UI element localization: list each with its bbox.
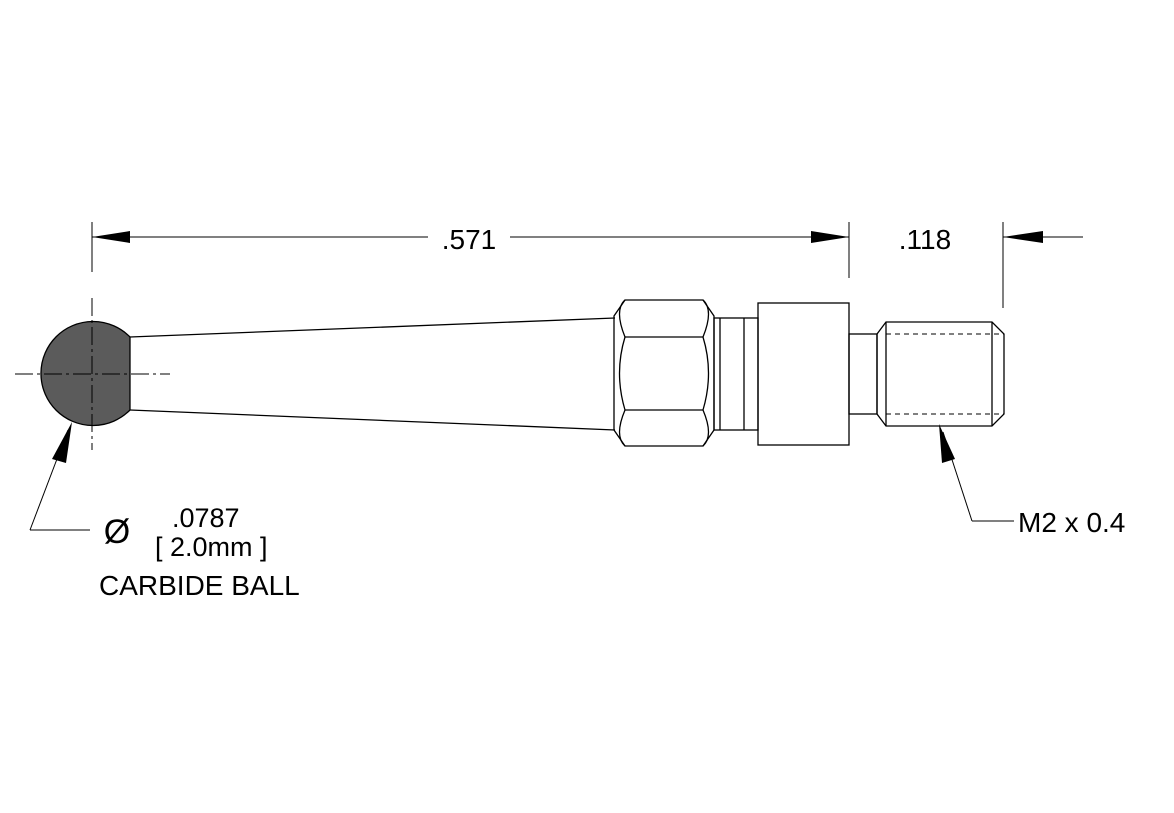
thread-callout: M2 x 0.4 (939, 424, 1125, 538)
dimension-thread-length: .118 (899, 222, 1083, 308)
ball-callout: Ø .0787 [ 2.0mm ] CARBIDE BALL (29, 422, 300, 601)
hex-chamfer-left (618, 299, 626, 447)
ball-diameter-inch: .0787 (172, 503, 240, 533)
thread-outline (876, 321, 1005, 427)
collar-section (713, 302, 850, 446)
stud-relief (848, 333, 878, 415)
carbide-ball (15, 298, 170, 450)
thread-length-label: .118 (899, 224, 951, 255)
collar-body (757, 302, 850, 446)
hex-outline (613, 299, 715, 447)
arrowhead-right (811, 231, 849, 243)
overall-length-label: .571 (442, 224, 497, 255)
thread-spec-label: M2 x 0.4 (1018, 507, 1125, 538)
diameter-symbol: Ø (104, 513, 130, 551)
threaded-stud (848, 321, 1005, 427)
dimension-overall-length: .571 (91, 222, 850, 278)
arrowhead-left (92, 231, 130, 243)
arrowhead-thread (1003, 231, 1043, 243)
hex-section (613, 299, 715, 447)
shaft-top-edge (129, 317, 616, 338)
tapered-shaft (129, 317, 616, 431)
ball-diameter-mm: [ 2.0mm ] (155, 532, 268, 562)
ball-material-label: CARBIDE BALL (99, 570, 300, 601)
shaft-bottom-edge (129, 409, 616, 431)
hex-chamfer-right (702, 299, 710, 447)
ball-leader-arrowhead (52, 422, 72, 463)
thread-leader-arrowhead (939, 424, 955, 463)
